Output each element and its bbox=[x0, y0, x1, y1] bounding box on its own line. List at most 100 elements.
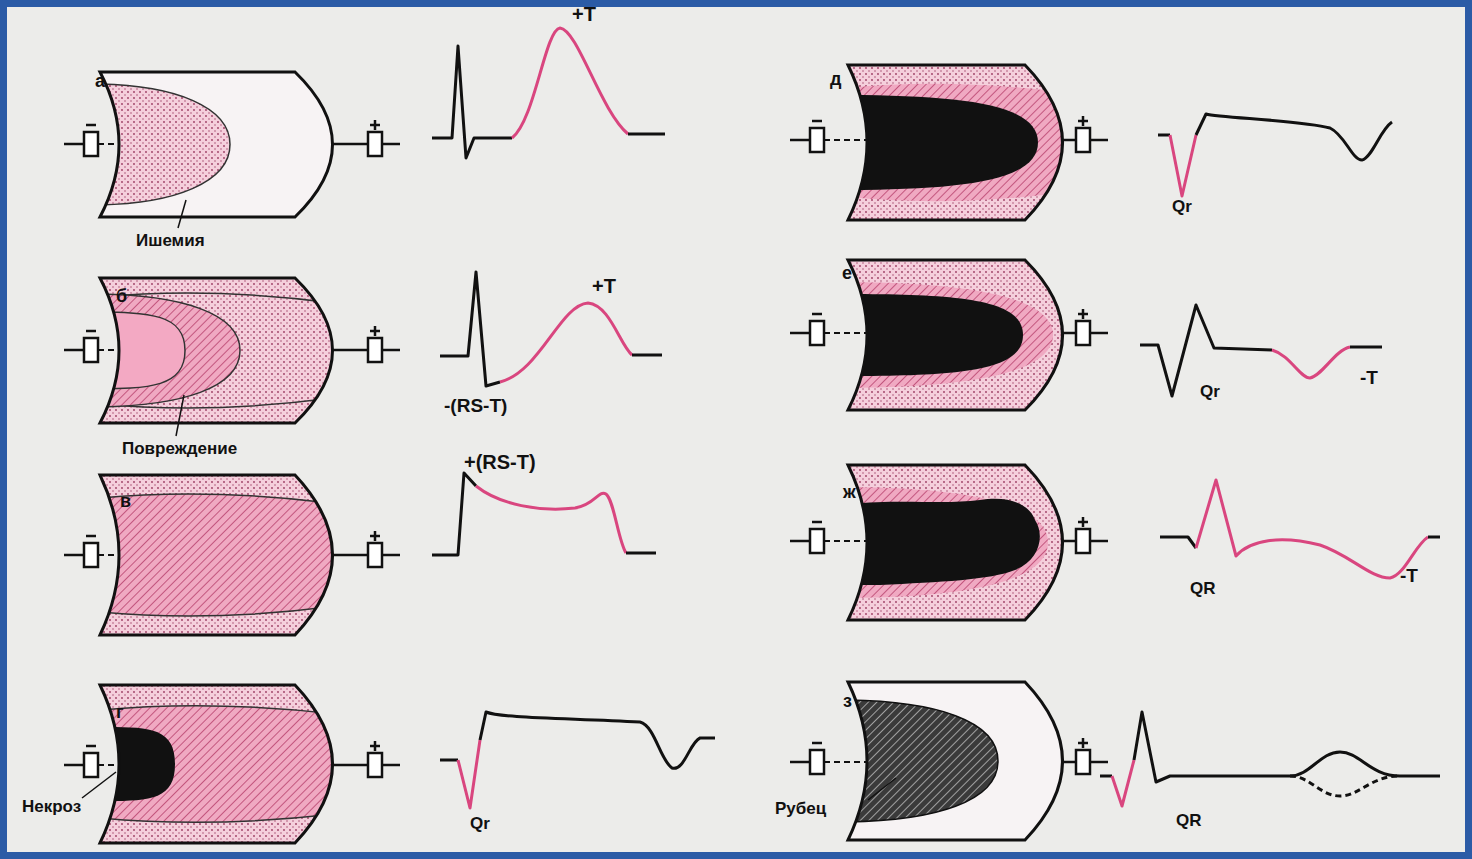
electrode-wire bbox=[333, 143, 368, 146]
panel-letter: г bbox=[116, 703, 124, 721]
wave-label: -(RS-T) bbox=[444, 396, 507, 415]
electrode-wire bbox=[790, 332, 810, 335]
electrode-wire bbox=[382, 554, 400, 557]
dashed-lead bbox=[824, 540, 867, 542]
panel-letter: ж bbox=[843, 483, 856, 501]
zone-label: Рубец bbox=[775, 800, 826, 817]
ecg-wave bbox=[440, 272, 500, 386]
plus-sign bbox=[1082, 517, 1085, 527]
ecg-wave bbox=[628, 133, 665, 136]
electrode-wire bbox=[1063, 332, 1076, 335]
dashed-lead bbox=[98, 143, 119, 145]
electrode-symbol bbox=[84, 753, 98, 777]
electrode-symbol bbox=[810, 128, 824, 152]
minus-sign bbox=[86, 330, 96, 333]
panel-letter: з bbox=[843, 692, 852, 710]
wave-label: -T bbox=[1400, 566, 1418, 585]
wave-label: +(RS-T) bbox=[464, 452, 536, 472]
injury-zone bbox=[90, 312, 185, 389]
electrode-symbol bbox=[810, 529, 824, 553]
electrode-wire bbox=[64, 143, 84, 146]
dashed-lead bbox=[98, 349, 119, 351]
ecg-highlight bbox=[500, 303, 632, 382]
plus-sign bbox=[374, 531, 377, 541]
heart-outline bbox=[100, 278, 333, 423]
heart-outline bbox=[848, 682, 1063, 840]
dashed-lead bbox=[98, 764, 119, 766]
injury-zone bbox=[838, 487, 1048, 598]
dashed-lead bbox=[824, 761, 867, 763]
injury-zone bbox=[838, 282, 1053, 388]
electrode-wire bbox=[382, 143, 400, 146]
ecg-wave bbox=[1350, 346, 1382, 349]
ecg-highlight bbox=[1196, 480, 1428, 578]
electrode-wire bbox=[1090, 139, 1108, 142]
leader-line bbox=[82, 772, 116, 798]
heart-outline bbox=[848, 465, 1063, 620]
minus-sign bbox=[812, 521, 822, 524]
leader-line bbox=[176, 395, 184, 436]
electrode-wire bbox=[1090, 540, 1108, 543]
zone-label: Некроз bbox=[22, 798, 81, 815]
ecg-wave bbox=[1134, 712, 1440, 782]
ecg-wave bbox=[1100, 775, 1112, 778]
electrode-symbol bbox=[84, 338, 98, 362]
ecg-wave bbox=[432, 46, 512, 158]
plus-sign bbox=[1082, 738, 1085, 748]
ecg-wave bbox=[432, 473, 476, 555]
plus-sign bbox=[374, 326, 377, 336]
ecg-wave bbox=[632, 354, 662, 357]
leader-line bbox=[868, 778, 896, 800]
plus-sign bbox=[374, 120, 377, 130]
ecg-highlight bbox=[1112, 760, 1134, 806]
ecg-wave bbox=[1428, 536, 1440, 539]
electrode-symbol bbox=[368, 338, 382, 362]
electrode-symbol bbox=[84, 132, 98, 156]
ecg-highlight bbox=[1170, 135, 1196, 196]
electrode-wire bbox=[1063, 540, 1076, 543]
electrode-wire bbox=[333, 349, 368, 352]
plus-sign bbox=[1082, 116, 1085, 126]
panel-letter: б bbox=[116, 287, 127, 305]
electrode-wire bbox=[64, 349, 84, 352]
panel-letter: е bbox=[842, 264, 852, 282]
electrode-symbol bbox=[368, 132, 382, 156]
minus-sign bbox=[86, 535, 96, 538]
plus-sign bbox=[374, 741, 377, 751]
wave-label: QR bbox=[1190, 580, 1216, 597]
heart-outline bbox=[100, 685, 333, 843]
ecg-wave bbox=[1158, 134, 1170, 137]
dashed-lead bbox=[824, 332, 867, 334]
electrode-wire bbox=[1063, 139, 1076, 142]
dashed-lead bbox=[98, 554, 119, 556]
ecg-highlight bbox=[512, 28, 628, 138]
electrode-symbol bbox=[84, 543, 98, 567]
ecg-wave bbox=[440, 759, 458, 762]
zone-boundary bbox=[90, 293, 380, 408]
heart-outline bbox=[848, 260, 1063, 410]
electrode-wire bbox=[790, 540, 810, 543]
electrode-wire bbox=[1090, 332, 1108, 335]
minus-sign bbox=[86, 124, 96, 127]
ecg-highlight bbox=[458, 740, 480, 808]
zone-label: Повреждение bbox=[122, 440, 237, 457]
electrode-wire bbox=[790, 761, 810, 764]
dashed-lead bbox=[824, 139, 867, 141]
electrode-wire bbox=[1063, 761, 1076, 764]
minus-sign bbox=[812, 742, 822, 745]
heart-outline bbox=[100, 475, 333, 635]
ecg-wave bbox=[1160, 537, 1196, 548]
ecg-wave bbox=[480, 712, 715, 768]
minus-sign bbox=[812, 120, 822, 123]
electrode-wire bbox=[382, 349, 400, 352]
electrode-wire bbox=[1090, 761, 1108, 764]
electrode-symbol bbox=[810, 321, 824, 345]
ecg-highlight bbox=[476, 486, 626, 553]
minus-sign bbox=[812, 313, 822, 316]
plus-sign bbox=[1082, 309, 1085, 319]
panel-letter: д bbox=[830, 70, 841, 88]
electrode-wire bbox=[382, 764, 400, 767]
wave-label: Qr bbox=[1172, 198, 1192, 215]
electrode-wire bbox=[64, 764, 84, 767]
